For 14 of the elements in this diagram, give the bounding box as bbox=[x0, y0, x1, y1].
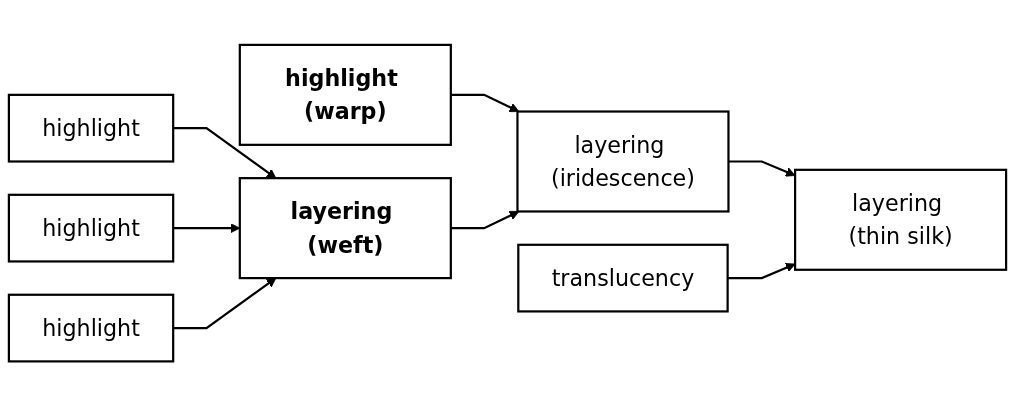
node-box: layering (iridescence) bbox=[516, 110, 730, 213]
node-box: translucency bbox=[517, 244, 729, 313]
node-box: highlight bbox=[7, 194, 175, 263]
arrow bbox=[450, 211, 520, 230]
arrow bbox=[450, 94, 520, 113]
node-box: highlight (warp) bbox=[238, 44, 452, 147]
node-box: layering (weft) bbox=[238, 177, 452, 280]
node-box: highlight bbox=[7, 294, 175, 363]
arrow bbox=[727, 263, 796, 280]
arrow bbox=[173, 127, 277, 179]
arrow bbox=[173, 278, 277, 330]
arrow bbox=[728, 160, 796, 177]
node-box: layering (thin silk) bbox=[794, 169, 1008, 272]
node-box: highlight bbox=[7, 94, 175, 163]
